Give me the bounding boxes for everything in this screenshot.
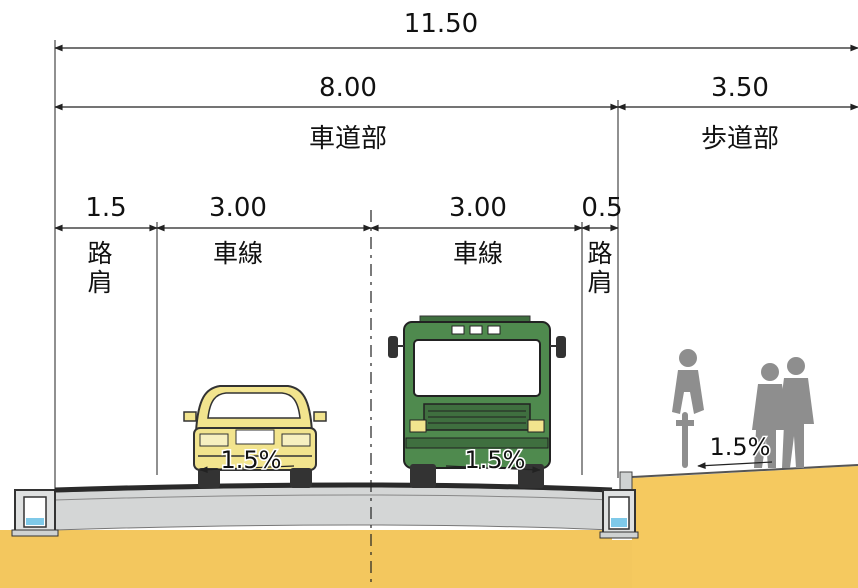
cyclist-icon — [672, 349, 704, 468]
dim-sidewalk-label: 3.50 — [711, 73, 769, 103]
asphalt-surface — [54, 482, 613, 493]
left-gutter — [11, 489, 59, 537]
slope-left: 1.5% — [199, 445, 295, 476]
sidewalk-label: 歩道部 — [701, 124, 779, 154]
slope-sidewalk: 1.5% — [697, 432, 773, 469]
pavement-base — [54, 486, 613, 531]
slope-lane-left-label: 1.5% — [221, 446, 282, 474]
shoulder-right-label-bottom: 肩 — [587, 268, 612, 297]
sidewalk-ground — [632, 466, 858, 588]
car-icon — [183, 385, 327, 488]
slope-lane-right-label: 1.5% — [465, 446, 526, 474]
lane-left-label: 車線 — [213, 239, 263, 268]
pavement-layer-line — [54, 494, 613, 501]
shoulder-right-label-top: 路 — [587, 239, 612, 268]
truck-icon — [388, 315, 566, 488]
dim-carriageway-label: 8.00 — [319, 73, 377, 103]
shoulder-left-label-top: 路 — [87, 239, 112, 268]
dim-shoulder-right-label: 0.5 — [581, 193, 622, 223]
dim-lane-right-label: 3.00 — [449, 193, 507, 223]
lane-right-label: 車線 — [453, 239, 503, 268]
pedestrian-icon-1 — [752, 363, 788, 468]
pedestrian-icon-2 — [778, 357, 814, 468]
slope-sidewalk-label: 1.5% — [710, 433, 771, 461]
shoulder-left-label-bottom: 肩 — [87, 268, 112, 297]
slope-right: 1.5% — [445, 445, 541, 476]
dim-total-label: 11.50 — [404, 9, 478, 39]
right-gutter — [599, 489, 639, 539]
carriageway-label: 車道部 — [309, 124, 387, 154]
dim-lane-left-label: 3.00 — [209, 193, 267, 223]
dim-shoulder-left-label: 1.5 — [85, 193, 126, 223]
sidewalk-surface — [631, 464, 858, 478]
